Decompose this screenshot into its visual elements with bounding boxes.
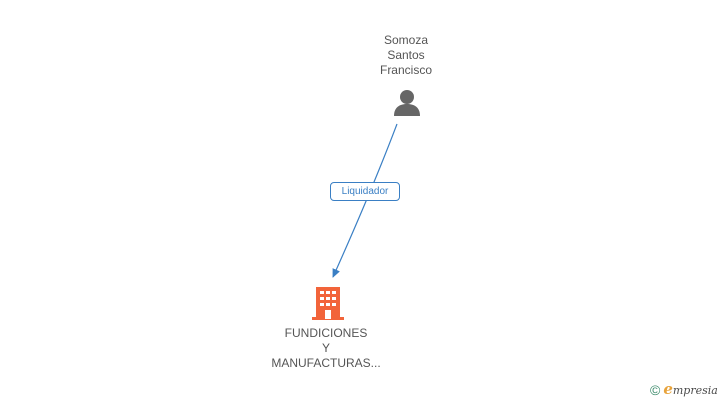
edge-label-liquidador: Liquidador — [330, 182, 400, 201]
person-icon[interactable] — [394, 90, 420, 116]
company-node-label[interactable]: FUNDICIONES Y MANUFACTURAS... — [256, 326, 396, 371]
company-name-line: Y — [321, 341, 330, 355]
brand-name: mpresia — [672, 384, 718, 397]
person-name-line: Santos — [387, 48, 425, 62]
brand-initial: e — [663, 380, 673, 398]
company-name-line: FUNDICIONES — [284, 326, 368, 340]
brand-logo[interactable]: ©empresia — [650, 380, 718, 398]
person-node-label[interactable]: Somoza Santos Francisco — [346, 33, 466, 78]
person-name-line: Francisco — [379, 63, 432, 77]
company-name-line: MANUFACTURAS... — [271, 356, 381, 370]
person-name-line: Somoza — [383, 33, 429, 47]
building-icon[interactable] — [312, 287, 344, 320]
copyright-icon: © — [650, 382, 661, 398]
